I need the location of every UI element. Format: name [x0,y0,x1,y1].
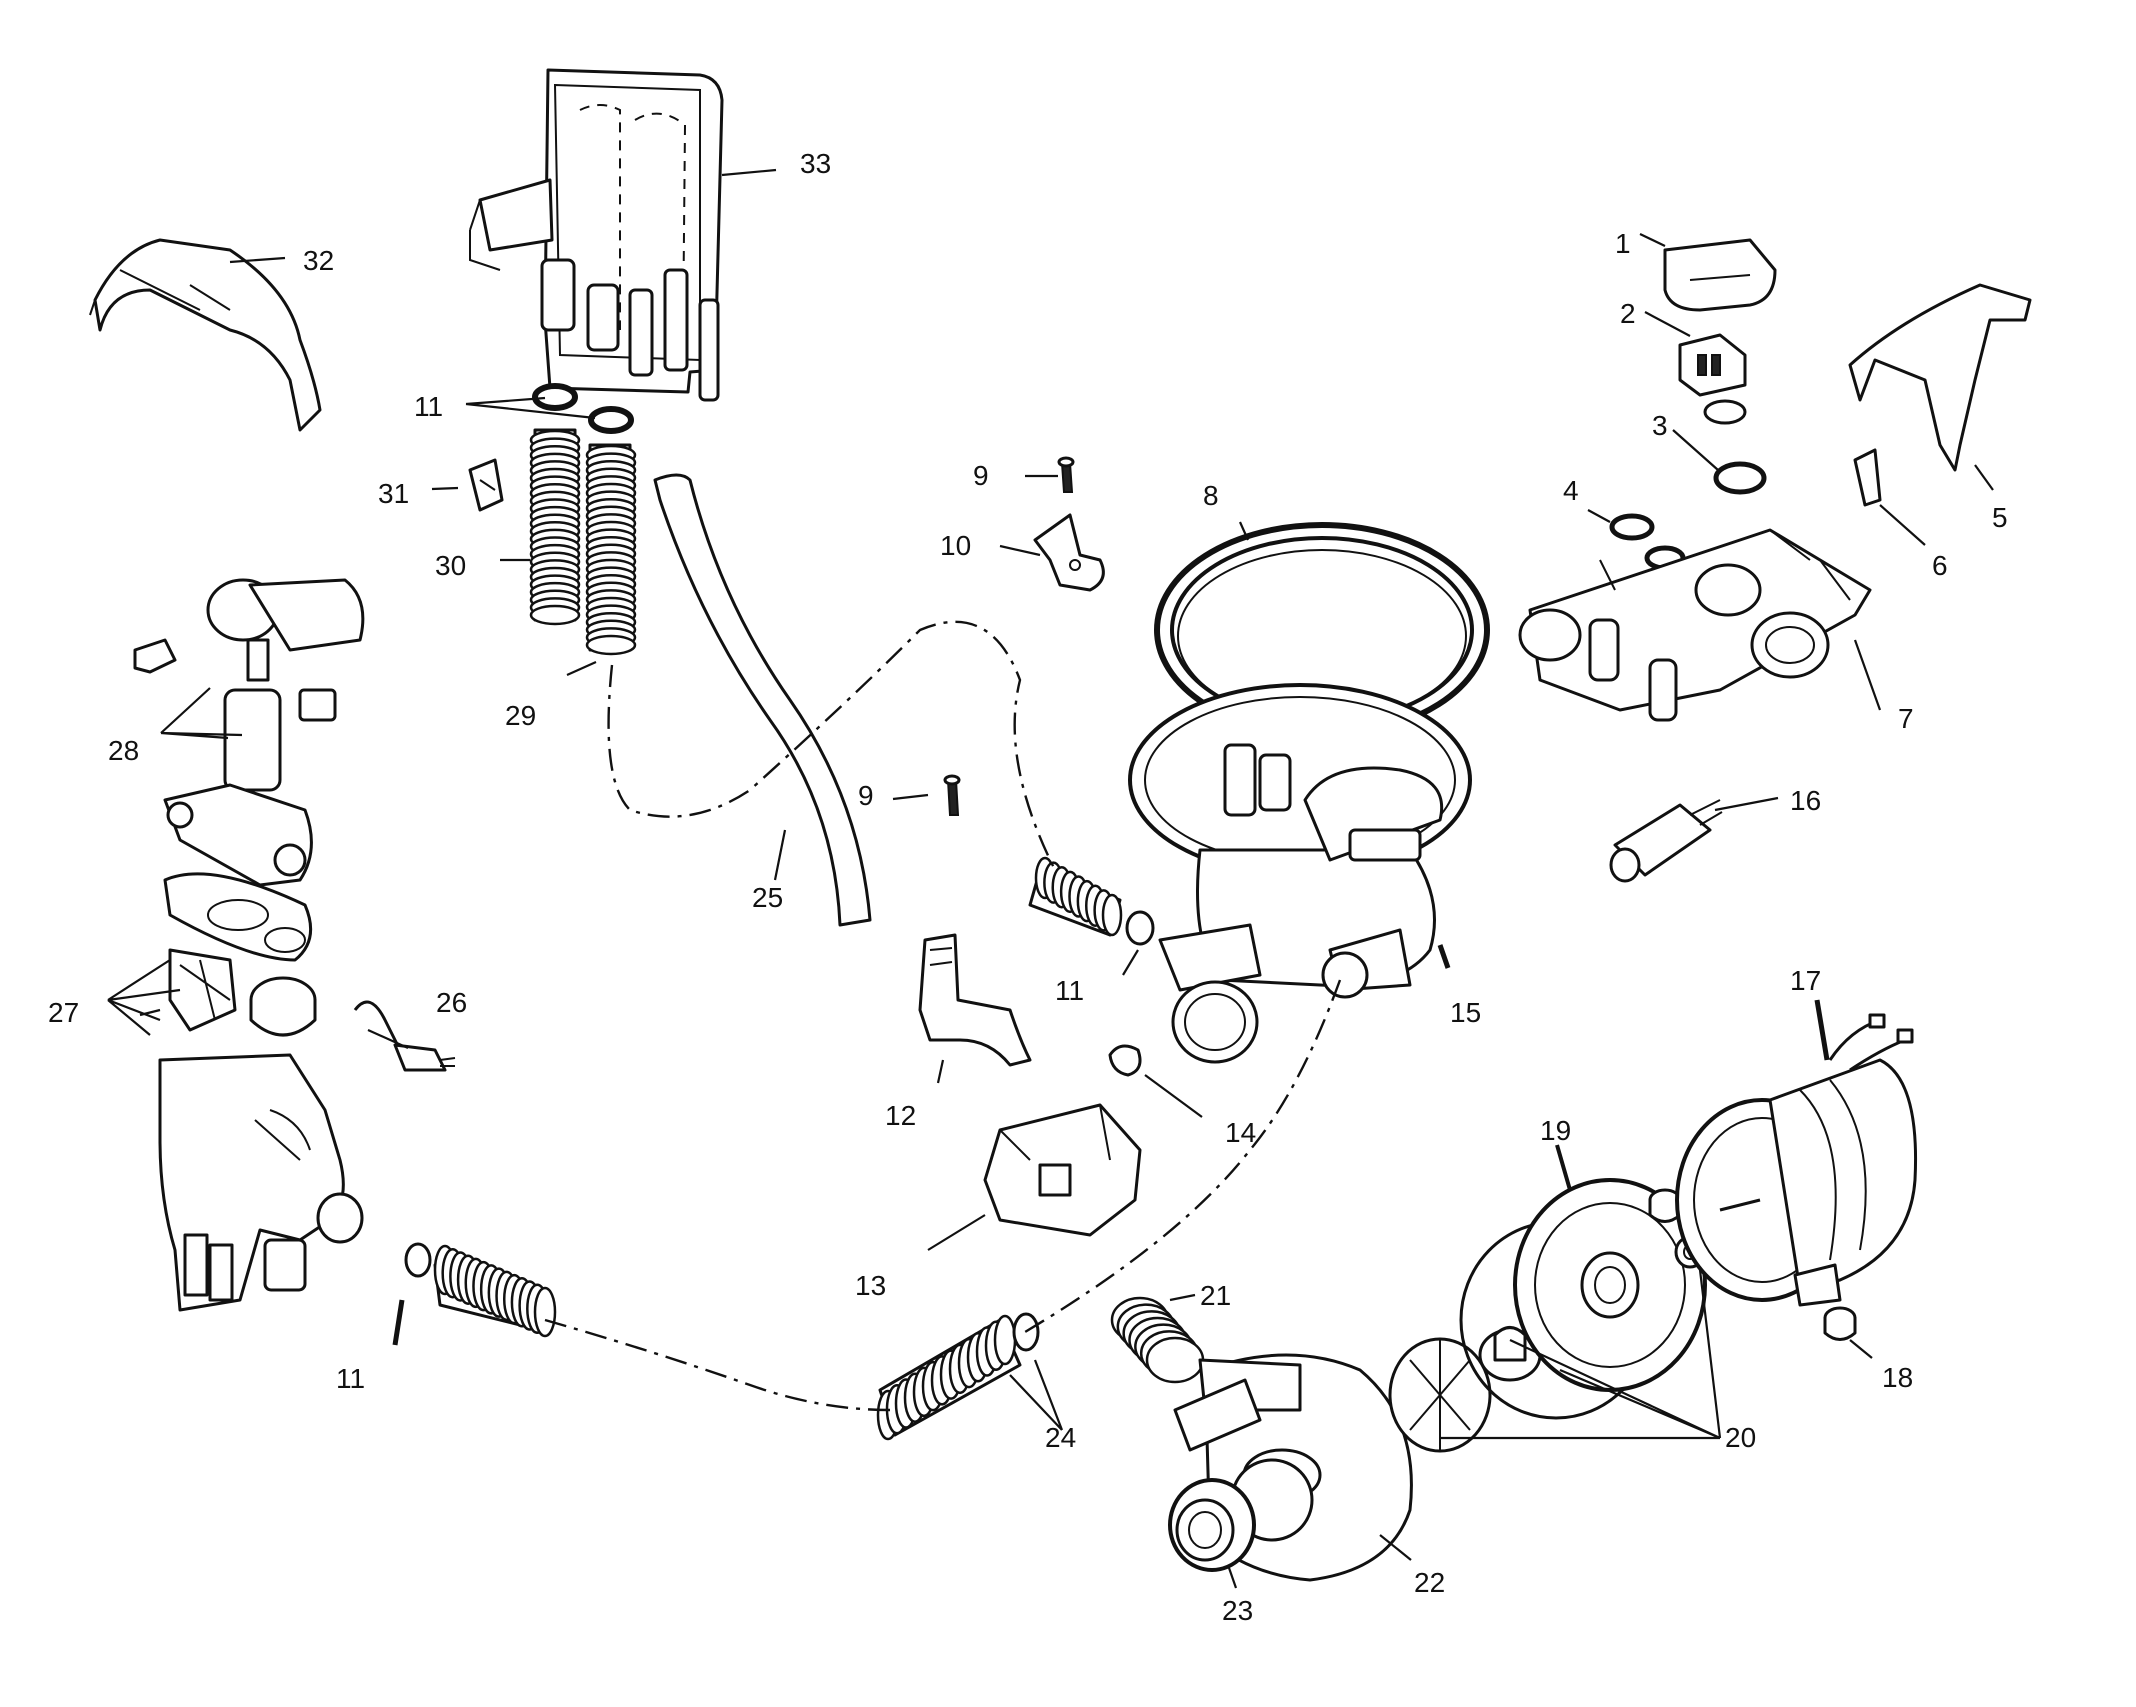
part-18-washer-top [1648,1188,1682,1223]
callout-33: 33 [800,148,831,179]
callout-19: 19 [1540,1115,1571,1146]
part-18-washer [1823,1306,1857,1341]
part-27-disc [249,976,317,1037]
part-2-connector [1678,333,1747,425]
part-30-spiral-tube [529,428,581,626]
callout-7: 7 [1898,703,1914,734]
callout-11a: 11 [414,391,443,422]
part-11-ring-mid [1125,910,1155,946]
callout-17: 17 [1790,965,1821,996]
callout-31: 31 [378,478,409,509]
callout-15: 15 [1450,997,1481,1028]
part-hose-mid [1028,856,1123,937]
part-17-motor [1675,1013,1918,1307]
callout-11b: 11 [1055,975,1084,1006]
callout-8: 8 [1203,480,1219,511]
part-26-wire [353,1000,456,1072]
callout-2: 2 [1620,298,1636,329]
part-9-screw-a [1057,456,1075,493]
callout-18: 18 [1882,1362,1913,1393]
callout-13: 13 [855,1270,886,1301]
callout-24: 24 [1045,1422,1076,1453]
part-hose-lower-left [433,1244,557,1338]
part-21-spring [1110,1296,1205,1384]
part-23-grommet [1168,1478,1256,1572]
part-25-hose [653,473,872,927]
callout-16: 16 [1790,785,1821,816]
part-4-oring [1609,513,1686,571]
part-31-clip [468,458,504,512]
part-20-impeller [1388,1337,1492,1453]
part-32-cover [89,238,322,432]
callout-3: 3 [1652,410,1668,441]
part-29-spiral-tube [585,443,637,656]
part-6-clip [1853,448,1882,507]
callout-14: 14 [1225,1117,1256,1148]
callout-10: 10 [940,530,971,561]
part-27-gasket [163,872,313,962]
part-28-motor [133,578,365,792]
callout-20: 20 [1725,1422,1756,1453]
callout-27: 27 [48,997,79,1028]
callout-32: 32 [303,245,334,276]
part-16-element [1609,799,1723,883]
part-33-filter-assembly [469,68,724,402]
callout-30: 30 [435,550,466,581]
callout-12: 12 [885,1100,916,1131]
part-1-cap [1663,238,1777,312]
part-24-hose [876,1312,1040,1441]
callout-29: 29 [505,700,536,731]
callout-9a: 9 [973,460,989,491]
callout-6: 6 [1932,550,1948,581]
part-9-screw-b [943,774,961,816]
part-7-valve-assembly [1518,528,1872,722]
part-22-pump-housing [1173,1353,1413,1582]
callout-5: 5 [1992,502,2008,533]
callout-25: 25 [752,882,783,913]
part-12-seal [918,933,1032,1067]
part-19-pump-cover [1513,1178,1707,1392]
part-11-ring-top [532,383,634,434]
part-14-clip [1108,1044,1142,1077]
part-11-ring-left [404,1242,432,1278]
callout-9b: 9 [858,780,874,811]
part-13-pump-motor [983,1103,1142,1237]
part-3-oring [1713,461,1767,495]
routing-lines [544,620,1342,1412]
callout-26: 26 [436,987,467,1018]
callout-1: 1 [1615,228,1631,259]
leader-lines [107,168,1994,1589]
callout-labels: 1 2 3 4 5 6 7 8 9 9 10 11 11 11 12 13 14… [48,148,2008,1626]
callout-28: 28 [108,735,139,766]
part-5-bracket [1848,283,2032,472]
callout-4: 4 [1563,475,1579,506]
callout-23: 23 [1222,1595,1253,1626]
part-15-sump [1128,683,1472,1064]
callout-11c: 11 [336,1363,365,1394]
callout-22: 22 [1414,1567,1445,1598]
part-27-housing [158,1053,364,1312]
part-28-plate [163,783,313,887]
callout-21: 21 [1200,1280,1231,1311]
part-10-bracket [1033,513,1105,592]
